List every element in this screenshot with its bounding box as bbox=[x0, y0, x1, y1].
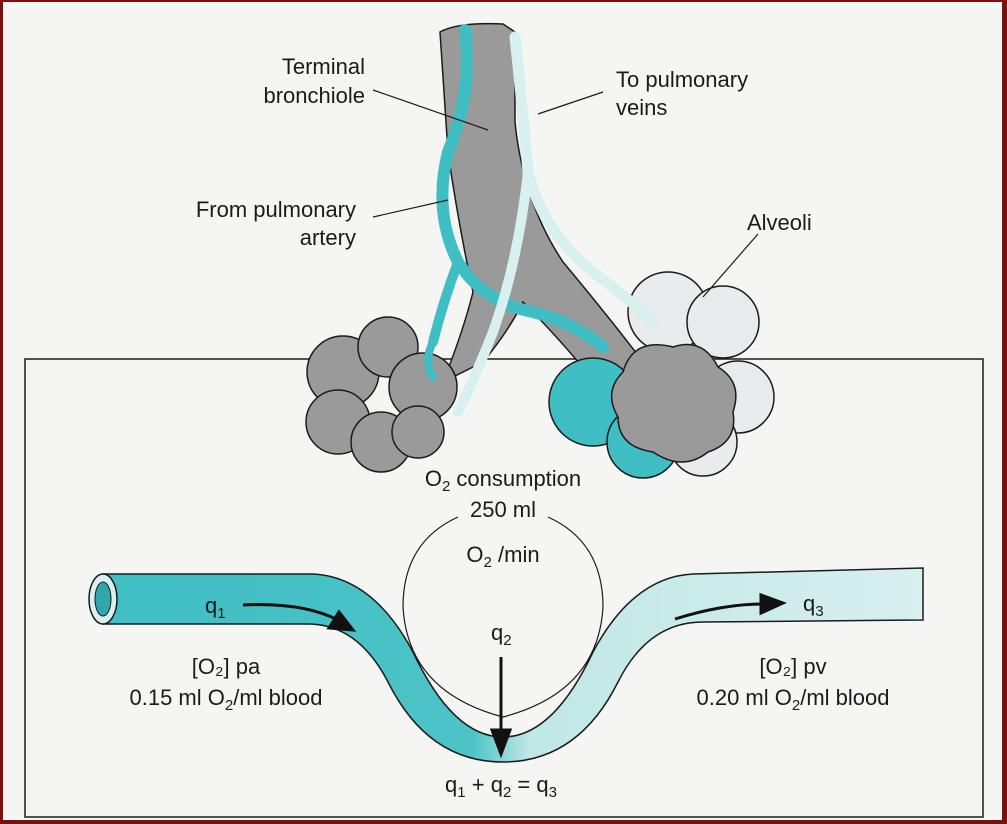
o2-consumption-circle bbox=[402, 516, 604, 718]
label-alveoli: Alveoli bbox=[747, 210, 812, 235]
capillary-tube bbox=[102, 567, 924, 763]
label-o2-pv: [O₂] pv bbox=[759, 654, 826, 679]
label-to-veins-1: To pulmonary bbox=[616, 67, 748, 92]
right-alveolar-cluster bbox=[548, 271, 775, 479]
pulmonary-artery-vessel bbox=[436, 24, 609, 353]
diagram-box bbox=[24, 358, 984, 818]
label-q1: q1 bbox=[205, 593, 226, 622]
label-o2-pv-value: 0.20 ml O2/ml blood bbox=[697, 685, 890, 714]
label-q3: q3 bbox=[803, 591, 824, 620]
pulmonary-vein-vessel bbox=[509, 31, 659, 328]
left-alveolar-cluster bbox=[305, 316, 458, 473]
label-terminal-1: Terminal bbox=[282, 54, 365, 79]
figure-page: Terminal bronchiole To pulmonary veins F… bbox=[3, 2, 1002, 820]
label-o2-per-min: O2 /min bbox=[466, 542, 539, 571]
label-q2: q2 bbox=[491, 620, 512, 649]
label-o2-pa: [O₂] pa bbox=[192, 654, 261, 679]
leader-lines bbox=[372, 89, 759, 298]
label-terminal-2: bronchiole bbox=[263, 83, 365, 108]
label-o2-pa-value: 0.15 ml O2/ml blood bbox=[130, 685, 323, 714]
lung-oxygen-diagram: Terminal bronchiole To pulmonary veins F… bbox=[24, 22, 984, 818]
label-to-veins-2: veins bbox=[616, 95, 667, 120]
label-from-artery-1: From pulmonary bbox=[196, 197, 356, 222]
label-equation: q1 + q2 = q3 bbox=[445, 772, 557, 801]
label-o2-consumption: O2 consumption bbox=[425, 466, 581, 495]
label-from-artery-2: artery bbox=[300, 225, 356, 250]
label-o2-amount: 250 ml bbox=[470, 497, 536, 522]
flow-arrows bbox=[242, 592, 787, 759]
